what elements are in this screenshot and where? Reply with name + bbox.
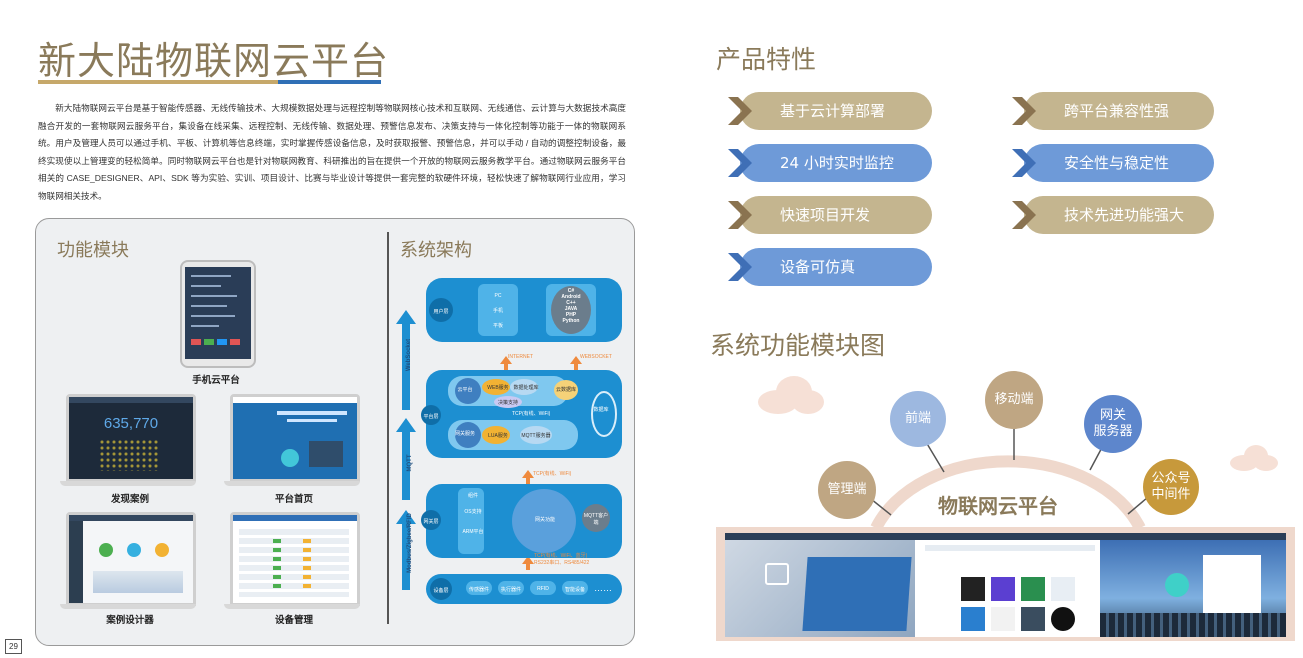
arch-conn-mid: TCP(有线、WiFi)	[512, 411, 551, 417]
arch-node-data-processing: 数据处理库	[513, 385, 539, 391]
designer-laptop-base	[60, 604, 196, 609]
mobile-tablet-image	[180, 260, 256, 368]
arch-layer-platform: 平台层	[423, 414, 439, 420]
home-label: 平台首页	[274, 494, 313, 505]
arch-user-pc: PC	[494, 293, 502, 299]
arch-gw-component: 组件	[467, 493, 478, 499]
node-management: 管理端	[818, 461, 876, 519]
features-heading: 产品特性	[716, 45, 817, 74]
device-mgmt-label: 设备管理	[274, 615, 313, 626]
arch-layer-user: 用户层	[433, 309, 449, 315]
arch-label-modbus: Modbus/Zigbee/RFID	[407, 513, 413, 573]
arch-node-cloud: 云平台	[457, 387, 473, 393]
arch-label-websocket: WebSocket	[406, 338, 412, 372]
arch-gw-arm: ARM平台	[462, 529, 484, 535]
home-laptop-image	[230, 394, 360, 482]
feature-pill-6: 技术先进功能强大	[1012, 196, 1214, 234]
feature-label: 跨平台兼容性强	[1064, 102, 1170, 120]
arch-node-cloud-db: 云数据库	[555, 387, 576, 393]
feature-label: 安全性与稳定性	[1064, 154, 1170, 172]
arch-label-mqtt: MQTT	[407, 454, 413, 472]
intro-paragraph: 新大陆物联网云平台是基于智能传感器、无线传输技术、大规模数据处理与远程控制等物联…	[38, 103, 626, 201]
arch-user-phone: 手机	[492, 308, 503, 314]
arch-gw-function: 网关功能	[534, 517, 555, 523]
architecture-heading: 系统架构	[400, 240, 472, 261]
arch-node-gateway-service: 网关服务	[454, 431, 475, 437]
device-mgmt-laptop-base	[224, 604, 360, 609]
discover-label: 发现案例	[110, 494, 149, 505]
node-gateway-server: 网关 服务器	[1084, 395, 1142, 453]
feature-label: 快速项目开发	[780, 206, 871, 224]
arch-device-more: ……	[594, 583, 612, 593]
discover-laptop-image: 635,770	[66, 394, 196, 482]
arch-layer-device: 设备层	[433, 588, 449, 594]
arch-layer-gateway: 网关层	[423, 519, 439, 525]
arch-device-sensor: 传感器件	[468, 587, 489, 593]
arch-conn-internet: INTERNET	[508, 354, 533, 360]
device-mgmt-laptop-image	[230, 512, 360, 606]
arch-gw-mqtt-client: MQTT客户端	[583, 513, 609, 526]
feature-pill-5: 快速项目开发	[728, 196, 932, 234]
arch-device-actuator: 执行器件	[500, 587, 521, 593]
chevron-icon	[728, 253, 752, 281]
screenshot-strip	[716, 527, 1295, 641]
chevron-icon	[728, 201, 752, 229]
feature-label: 设备可仿真	[780, 258, 856, 276]
arch-user-tablet: 平板	[492, 323, 503, 329]
cloud-icon	[1230, 445, 1278, 471]
chevron-icon	[728, 97, 752, 125]
page-title: 新大陆物联网云平台	[38, 39, 390, 83]
chevron-icon	[1012, 97, 1036, 125]
architecture-diagram	[396, 278, 622, 604]
screen-number: 635,770	[103, 415, 159, 432]
arch-languages: C# Android C++ JAVA PHP Python	[561, 288, 581, 324]
arch-device-smart: 智能设备	[564, 587, 585, 593]
arch-node-decision: 决策支持	[497, 400, 518, 406]
feature-pill-7: 设备可仿真	[728, 248, 932, 286]
home-laptop-base	[224, 481, 360, 486]
mobile-label: 手机云平台	[192, 375, 240, 386]
modules-heading: 功能模块	[57, 240, 129, 261]
feature-pill-1: 基于云计算部署	[728, 92, 932, 130]
arch-conn-websocket: WEBSOCKET	[580, 354, 612, 360]
feature-pill-3: 24 小时实时监控	[728, 144, 932, 182]
feature-label: 技术先进功能强大	[1064, 206, 1185, 224]
node-frontend: 前端	[890, 391, 946, 447]
feature-label: 基于云计算部署	[780, 102, 886, 120]
panel-divider	[387, 232, 389, 624]
chevron-icon	[1012, 201, 1036, 229]
arch-node-web: WEB服务	[487, 385, 509, 391]
feature-pill-4: 安全性与稳定性	[1012, 144, 1214, 182]
title-underline	[38, 80, 381, 84]
arch-node-lua: LUA服务	[488, 433, 508, 439]
diagram-heading: 系统功能模块图	[710, 331, 886, 360]
discover-laptop-base	[60, 481, 196, 486]
node-mobile: 移动端	[985, 371, 1043, 429]
page-number: 29	[5, 639, 22, 654]
arch-conn-serial: TCP(有线、WiFi、蓝牙) RS232串口、RS485/422	[534, 553, 590, 566]
designer-label: 案例设计器	[106, 615, 154, 626]
arch-gw-os: OS支持	[464, 509, 482, 515]
chevron-icon	[728, 149, 752, 177]
arch-node-mqtt-server: MQTT服务器	[521, 433, 551, 439]
cloud-icon	[758, 376, 824, 414]
node-wechat-middleware: 公众号 中间件	[1143, 459, 1199, 515]
arch-conn-tcp: TCP(有线、WiFi)	[533, 471, 572, 477]
arch-device-rfid: RFID	[537, 586, 549, 592]
arch-node-db: 数据库	[593, 407, 609, 413]
designer-laptop-image	[66, 512, 196, 606]
feature-label: 24 小时实时监控	[780, 154, 894, 172]
chevron-icon	[1012, 149, 1036, 177]
feature-pill-2: 跨平台兼容性强	[1012, 92, 1214, 130]
hub-label: 物联网云平台	[938, 494, 1058, 518]
